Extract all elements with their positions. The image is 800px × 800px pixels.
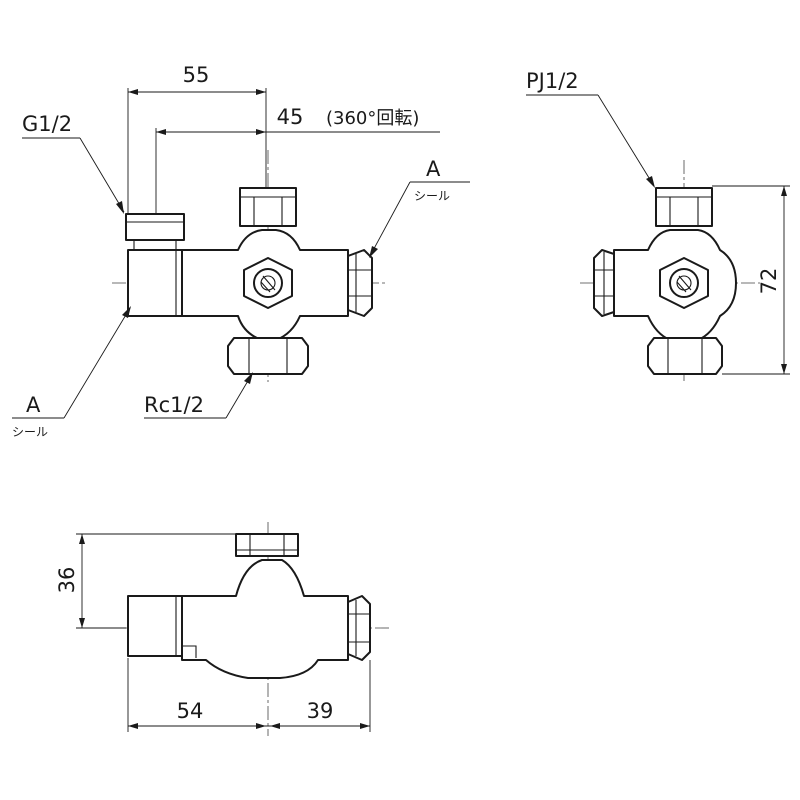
dimension-45: 45 (360°回転)	[155, 105, 440, 214]
dimension-72: 72	[712, 185, 790, 375]
leader-rc12: Rc1/2	[144, 372, 253, 419]
leader-seal-right: A シール	[369, 157, 470, 258]
leader-pj12: PJ1/2	[526, 69, 655, 188]
dim-45-label: 45	[277, 105, 304, 129]
dim-72-label: 72	[757, 268, 781, 295]
dim-45-note: (360°回転)	[326, 108, 419, 129]
dim-55-label: 55	[183, 63, 210, 87]
label-seal-right: シール	[414, 189, 450, 203]
side-view	[580, 160, 760, 382]
label-rc12: Rc1/2	[144, 393, 204, 417]
dim-36-label: 36	[55, 567, 79, 594]
leader-seal-left: A シール	[12, 306, 131, 439]
front-view	[112, 150, 385, 382]
label-seal-left: シール	[12, 425, 48, 439]
leader-g12: G1/2	[22, 112, 125, 214]
label-g12: G1/2	[22, 112, 72, 136]
label-pj12: PJ1/2	[526, 69, 579, 93]
dimension-55: 55	[127, 63, 267, 214]
dim-39-label: 39	[307, 699, 334, 723]
dimension-36: 36	[55, 533, 236, 629]
label-a-right: A	[426, 157, 441, 181]
dim-54-label: 54	[177, 699, 204, 723]
dimension-54-39: 54 39	[127, 658, 371, 732]
top-view	[122, 522, 390, 736]
label-a-left: A	[26, 393, 41, 417]
